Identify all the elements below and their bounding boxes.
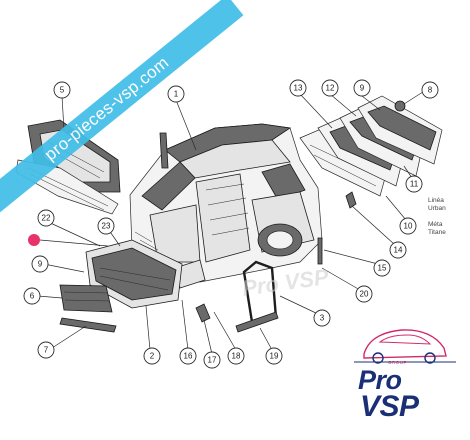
svg-text:19: 19 xyxy=(270,352,279,361)
callout-2: 2 xyxy=(143,347,161,365)
svg-text:17: 17 xyxy=(208,356,217,365)
note-linea: Linéa xyxy=(428,197,444,204)
front-bumper-assembly xyxy=(85,239,183,309)
note-urban: Urban xyxy=(428,205,446,212)
callout-14: 14 xyxy=(389,241,407,259)
svg-text:23: 23 xyxy=(102,222,111,231)
svg-text:8: 8 xyxy=(428,86,433,95)
callout-6: 6 xyxy=(23,287,41,305)
callout-5: 5 xyxy=(53,81,71,99)
svg-text:5: 5 xyxy=(60,86,65,95)
svg-text:16: 16 xyxy=(184,352,193,361)
bracket-part-14 xyxy=(345,191,357,209)
side-panel-stack xyxy=(299,95,443,197)
svg-text:12: 12 xyxy=(326,84,335,93)
callout-7: 7 xyxy=(37,341,55,359)
svg-text:22: 22 xyxy=(42,214,51,223)
callout-18: 18 xyxy=(227,347,245,365)
callout-12: 12 xyxy=(321,79,339,97)
callout-16: 16 xyxy=(179,347,197,365)
callout-22: 22 xyxy=(37,209,55,227)
callout-9-top: 9 xyxy=(353,79,371,97)
lower-grille-part xyxy=(59,284,113,313)
svg-text:2: 2 xyxy=(150,352,155,361)
svg-text:7: 7 xyxy=(44,346,49,355)
svg-text:18: 18 xyxy=(232,352,241,361)
svg-text:14: 14 xyxy=(394,246,403,255)
lower-strip-part xyxy=(59,317,117,333)
callout-15: 15 xyxy=(373,259,391,277)
svg-text:1: 1 xyxy=(174,90,179,99)
car-body-shell xyxy=(129,123,323,289)
callout-13: 13 xyxy=(289,79,307,97)
svg-text:6: 6 xyxy=(30,292,35,301)
clip-part-8 xyxy=(394,100,406,112)
callout-19: 19 xyxy=(265,347,283,365)
svg-text:3: 3 xyxy=(320,314,325,323)
svg-text:15: 15 xyxy=(378,264,387,273)
logo-pro-text: Pro xyxy=(358,365,402,395)
svg-text:10: 10 xyxy=(404,222,413,231)
svg-text:20: 20 xyxy=(360,290,369,299)
callout-17: 17 xyxy=(203,351,221,369)
callout-10: 10 xyxy=(399,217,417,235)
svg-text:11: 11 xyxy=(410,180,419,189)
sill-trim-part xyxy=(235,311,279,333)
leader-lines xyxy=(37,89,427,355)
callout-3: 3 xyxy=(313,309,331,327)
door-seal-part xyxy=(242,260,278,324)
callout-23: 23 xyxy=(97,217,115,235)
seal-part-15 xyxy=(317,237,323,265)
a-pillar-trim-part xyxy=(159,132,169,169)
note-titane: Titane xyxy=(428,229,446,236)
svg-text:9: 9 xyxy=(360,84,365,93)
logo-vsp-text: VSP xyxy=(360,390,419,423)
note-meta: Méta xyxy=(428,221,443,228)
callout-11: 11 xyxy=(405,175,423,193)
callout-9-left: 9 xyxy=(31,255,49,273)
highlight-dot xyxy=(28,234,40,246)
bracket-part-17 xyxy=(195,303,211,323)
callout-20: 20 xyxy=(355,285,373,303)
svg-text:13: 13 xyxy=(294,84,303,93)
provsp-logo: GROUP Pro VSP xyxy=(350,318,460,430)
logo-group-label: GROUP xyxy=(388,360,408,365)
callout-1: 1 xyxy=(167,85,185,103)
svg-text:9: 9 xyxy=(38,260,43,269)
callout-8: 8 xyxy=(421,81,439,99)
car-outline-icon xyxy=(354,329,456,364)
